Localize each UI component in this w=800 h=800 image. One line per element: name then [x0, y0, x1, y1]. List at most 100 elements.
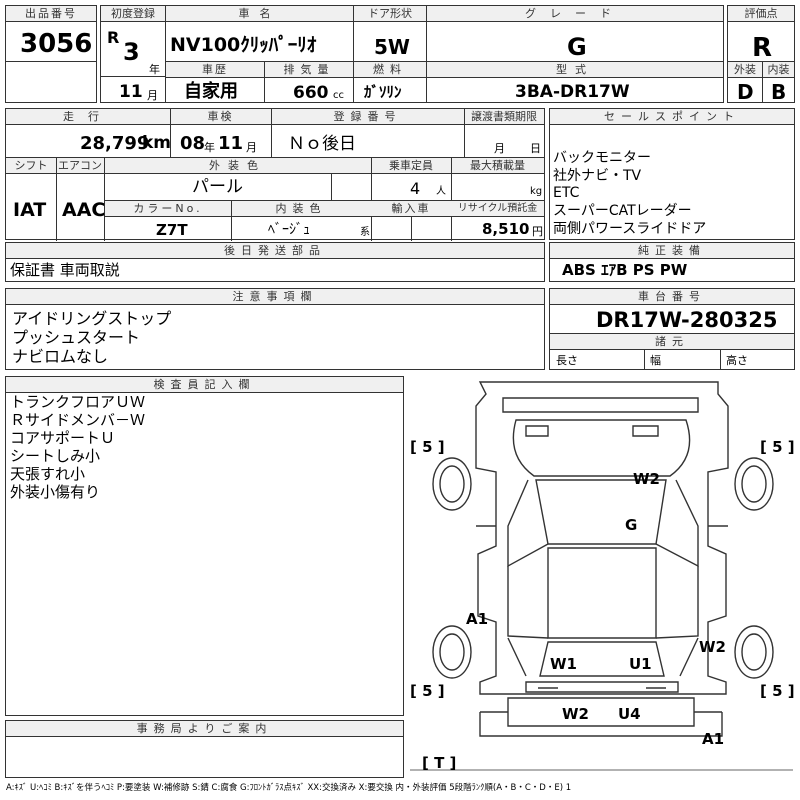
exterior-grade: D	[737, 80, 754, 104]
registration-number-label: 登録番号	[271, 109, 464, 125]
mileage-unit: km	[142, 133, 172, 153]
office-box: 事務局よりご案内	[5, 720, 404, 778]
notes-label: 注意事項欄	[6, 289, 544, 305]
door-type: 5W	[374, 35, 410, 59]
interior-color-unit: 系	[360, 227, 370, 238]
inspector-note-5: 天張すれ小	[10, 465, 86, 483]
later-parts-label: 後日発送部品	[6, 243, 544, 259]
registration-month: 11	[119, 82, 143, 102]
chassis-number: DR17W-280325	[596, 308, 778, 332]
model-label: 型式	[427, 62, 723, 78]
color-label: 外装色	[104, 158, 371, 174]
inspector-note-1: トランクフロアＵＷ	[10, 393, 146, 411]
ac-label: エアコン	[56, 158, 104, 174]
note-1: アイドリングストップ	[12, 309, 172, 328]
inspection-label: 車検	[170, 109, 271, 125]
inspector-note-3: コアサポートＵ	[10, 429, 116, 447]
sales-points-box: セールスポイント バックモニター 社外ナビ・TV ETC スーパーCATレーダー…	[549, 108, 795, 240]
damage-a1-left: A1	[466, 610, 489, 628]
transfer-month-unit: 月	[494, 142, 505, 155]
car-outline	[410, 381, 793, 771]
transfer-label: 譲渡書類期限	[464, 109, 544, 125]
grade-box: グレード G	[426, 5, 724, 62]
later-parts-box: 後日発送部品 保証書 車両取説	[5, 242, 545, 282]
car-name-box: 車名 NV100ｸﾘｯﾊﾟｰﾘｵ	[165, 5, 354, 62]
registration-year: 3	[123, 38, 140, 66]
air-conditioner: AAC	[62, 199, 106, 221]
note-3: ナビロムなし	[12, 347, 109, 366]
detail-table: 走行 車検 登録番号 譲渡書類期限 28,799 km 08 年 11 月 Ｎｏ…	[5, 108, 545, 241]
max-load-label: 最大積載量	[451, 158, 544, 174]
interior-grade-box: 内装 B	[762, 61, 795, 103]
car-name-label: 車名	[166, 6, 353, 22]
damage-w2-upper: W2	[633, 470, 660, 488]
history-label: 車歴	[166, 62, 264, 78]
sales-point-1: バックモニター	[553, 150, 651, 166]
recycle-unit: 円	[532, 225, 543, 238]
damage-diagram: [ 5 ] [ 5 ] [ 5 ] [ 5 ] [ T ] W2 G A1 W2…	[408, 376, 795, 778]
score: R	[752, 33, 773, 63]
tire-front-right: [ 5 ]	[760, 438, 795, 456]
model-box: 型式 3BA-DR17W	[426, 61, 724, 103]
equipment: ABS ｴｱB PS PW	[562, 261, 688, 279]
interior-color: ﾍﾞｰｼﾞｭ	[268, 222, 310, 238]
displacement-unit: cc	[333, 90, 344, 101]
damage-u4: U4	[618, 705, 641, 723]
sales-point-4: スーパーCATレーダー	[553, 203, 692, 219]
chassis-label: 車台番号	[550, 289, 794, 305]
first-registration-box: 初度登録 R 3 年 11 月	[100, 5, 166, 103]
history-box: 車歴 自家用	[165, 61, 265, 103]
displacement-box: 排気量 660 cc	[264, 61, 354, 103]
era: R	[107, 28, 120, 47]
lot-number-box: 出品番号 3056	[5, 5, 97, 62]
interior-color-label: 内装色	[231, 201, 371, 217]
tire-rear-right: [ 5 ]	[760, 682, 795, 700]
equipment-box: 純正装備 ABS ｴｱB PS PW	[549, 242, 795, 282]
spare-tire: [ T ]	[422, 754, 457, 772]
capacity: 4	[410, 179, 421, 198]
note-2: プッシュスタート	[12, 328, 141, 347]
model: 3BA-DR17W	[515, 82, 630, 102]
door-label: ドア形状	[354, 6, 426, 22]
inspector-note-6: 外装小傷有り	[10, 483, 101, 501]
fuel-box: 燃料 ｶﾞｿﾘﾝ	[353, 61, 427, 103]
later-parts: 保証書 車両取説	[10, 261, 120, 279]
door-box: ドア形状 5W	[353, 5, 427, 62]
displacement-label: 排気量	[265, 62, 353, 78]
capacity-unit: 人	[436, 186, 446, 197]
inspection-year: 08	[180, 133, 206, 154]
interior-grade: B	[771, 80, 787, 104]
sales-point-3: ETC	[553, 185, 580, 201]
chassis-box: 車台番号 DR17W-280325 諸元 長さ 幅 高さ	[549, 288, 795, 370]
equipment-label: 純正装備	[550, 243, 794, 259]
damage-w2-right: W2	[699, 638, 726, 656]
grade: G	[567, 33, 587, 61]
sales-point-2: 社外ナビ・TV	[553, 168, 642, 184]
mileage-label: 走行	[6, 109, 170, 125]
inspector-note-4: シートしみ小	[10, 447, 101, 465]
first-registration-label: 初度登録	[101, 6, 165, 22]
fuel-label: 燃料	[354, 62, 426, 78]
exterior-label: 外装	[728, 62, 762, 78]
grade-label: グレード	[427, 6, 723, 22]
damage-w1: W1	[550, 655, 577, 673]
damage-a1-bottom: A1	[702, 730, 725, 748]
specs-label: 諸元	[550, 334, 794, 350]
inspection-month-unit: 月	[246, 141, 257, 154]
history: 自家用	[184, 81, 238, 102]
damage-w2-lower: W2	[562, 705, 589, 723]
lot-number: 3056	[20, 29, 93, 59]
tire-front-left: [ 5 ]	[410, 438, 445, 456]
inspector-box: 検査員記入欄 トランクフロアＵＷ Ｒサイドメンバ－Ｗ コアサポートＵ シートしみ…	[5, 376, 404, 716]
inspector-label: 検査員記入欄	[6, 377, 403, 393]
tire-rear-left: [ 5 ]	[410, 682, 445, 700]
office-label: 事務局よりご案内	[6, 721, 403, 737]
transfer-day-unit: 日	[530, 142, 541, 155]
height-label: 高さ	[726, 354, 748, 367]
year-unit: 年	[149, 63, 160, 76]
score-label: 評価点	[728, 6, 794, 22]
mileage: 28,799	[80, 133, 150, 154]
color-number: Z7T	[156, 221, 188, 239]
inspection-year-unit: 年	[204, 141, 215, 154]
notes-box: 注意事項欄 アイドリングストップ プッシュスタート ナビロムなし	[5, 288, 545, 370]
